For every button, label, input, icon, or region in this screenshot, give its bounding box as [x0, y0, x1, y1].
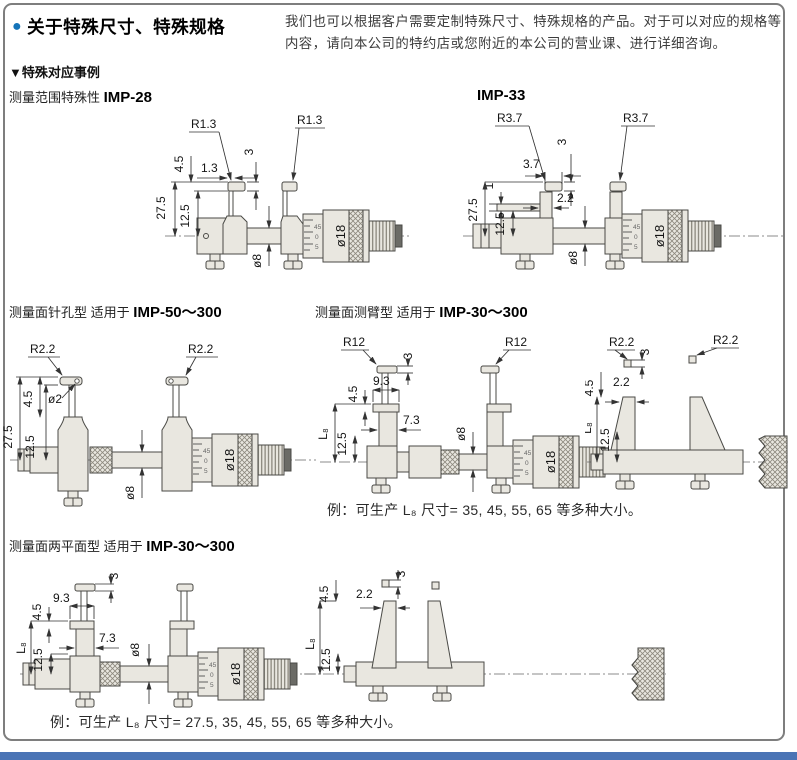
page-title: ● 关于特殊尺寸、特殊规格: [12, 14, 225, 39]
dim-label: 3: [555, 138, 569, 145]
flat-applies: 适用于: [103, 539, 143, 554]
bullet-icon: ●: [12, 17, 23, 35]
dim-label: 4.5: [172, 155, 186, 172]
pinhole-model: IMP-50～300: [133, 304, 222, 321]
arm-type-fragment-drawing: R2.2 R2.2 3 4.5 2.2 L₈ 12.5: [585, 333, 788, 490]
pinhole-name: 测量面针孔型: [9, 305, 88, 320]
dim-label: 4.5: [346, 385, 360, 402]
flat-type-fragment-drawing: 3 4.5 2.2 L₈ 12.5: [303, 570, 666, 702]
dim-label: 27.5: [154, 196, 168, 220]
arm-name: 测量面测臂型: [315, 305, 394, 320]
examples-heading: ▼特殊对应事例: [9, 65, 100, 80]
dim-label: 4.5: [317, 585, 331, 602]
dim-label: 12.5: [31, 648, 45, 672]
dim-label: 3: [107, 572, 121, 579]
model-imp28: IMP-28: [103, 89, 152, 106]
flat-name: 测量面两平面型: [9, 539, 101, 554]
dim-label: 3: [242, 148, 256, 155]
dim-label: ø8: [566, 251, 580, 265]
section-range-header-right: IMP-33: [477, 87, 525, 104]
dim-label: 27.5: [1, 425, 15, 449]
dim-label: ø8: [123, 486, 137, 500]
dim-label: R2.2: [30, 342, 56, 356]
dim-label: 2.2: [613, 375, 630, 389]
flat-example-text: 例：可生产 L₈ 尺寸= 27.5, 35, 45, 55, 65 等多种大小。: [50, 714, 402, 730]
dim-label: 9.3: [373, 374, 390, 388]
dim-label: 12.5: [178, 204, 192, 228]
dim-label: 3: [638, 348, 652, 355]
dim-label: 7.3: [99, 631, 116, 645]
dim-label: R12: [505, 335, 527, 349]
dim-label: 12.5: [335, 432, 349, 456]
pinhole-applies: 适用于: [90, 305, 130, 320]
arm-type-drawing: R12 R12 3 9.3 4.5 7.3 L₈ 12.5 ø8: [316, 335, 613, 494]
dim-label: 1.3: [201, 161, 218, 175]
dim-label: 12.5: [319, 648, 333, 672]
dim-label: L₈: [15, 642, 28, 654]
dim-label: 3: [401, 352, 415, 359]
dim-label: R12: [343, 335, 365, 349]
imp33-drawing: R3.7 R3.7 3 3.7 1 2.2 27.5 12.5 ø8: [463, 111, 785, 270]
dim-label: R2.2: [609, 335, 635, 349]
dim-label: 2.2: [557, 191, 574, 205]
section-arm-header: 测量面测臂型 适用于 IMP-30～300: [315, 301, 528, 322]
dim-label: R3.7: [497, 111, 523, 125]
dim-label: 1: [482, 182, 496, 189]
arm-example-text: 例：可生产 L₈ 尺寸= 35, 45, 55, 65 等多种大小。: [327, 502, 643, 518]
dim-label: 12.5: [493, 212, 507, 236]
dim-label: 3.7: [523, 157, 540, 171]
dim-label: L₈: [303, 638, 317, 650]
dim-label: R3.7: [623, 111, 649, 125]
dim-label: R1.3: [297, 113, 323, 127]
dim-label: 9.3: [53, 591, 70, 605]
section-flat-header: 测量面两平面型 适用于 IMP-30～300: [9, 535, 235, 556]
dim-label: 4.5: [585, 379, 596, 396]
flat-model: IMP-30～300: [146, 538, 235, 555]
dim-label: R1.3: [191, 117, 217, 131]
page-title-text: 关于特殊尺寸、特殊规格: [27, 17, 226, 37]
dim-label: 4.5: [21, 390, 35, 407]
dim-label: L₈: [585, 422, 594, 434]
arm-model: IMP-30～300: [439, 304, 528, 321]
section-pinhole-header: 测量面针孔型 适用于 IMP-50～300: [9, 301, 222, 322]
flat-type-drawing: 3 9.3 4.5 7.3 L₈ 12.5 ø8: [15, 572, 321, 708]
arm-applies: 适用于: [396, 305, 436, 320]
pinhole-drawing: R2.2 R2.2 4.5 ø2 27.5 12.5 ø8: [1, 342, 316, 507]
dim-label: R2.2: [188, 342, 214, 356]
footer-accent-bar: [0, 752, 797, 760]
model-imp33: IMP-33: [477, 87, 526, 104]
dim-label: ø8: [250, 254, 264, 268]
intro-paragraph: 我们也可以根据客户需要定制特殊尺寸、特殊规格的产品。对于可以对应的规格等内容，请…: [285, 14, 782, 51]
dim-label: ø8: [128, 643, 142, 657]
dim-label: R2.2: [713, 333, 739, 347]
dim-label: L₈: [316, 428, 330, 440]
dim-label: ø2: [48, 392, 62, 406]
dim-label: 12.5: [23, 435, 37, 459]
imp28-drawing: R1.3 R1.3 3 1.3 4.5 27.5 12.5 ø8: [154, 113, 411, 270]
dim-label: 27.5: [466, 198, 480, 222]
dim-label: 3: [394, 570, 408, 577]
range-prefix: 测量范围特殊性: [9, 90, 101, 105]
dim-label: ø8: [454, 427, 468, 441]
dim-label: 12.5: [598, 428, 612, 452]
dim-label: 7.3: [403, 413, 420, 427]
section-range-header: 测量范围特殊性 IMP-28: [9, 87, 152, 106]
dim-label: 4.5: [30, 603, 44, 620]
dim-label: 2.2: [356, 587, 373, 601]
